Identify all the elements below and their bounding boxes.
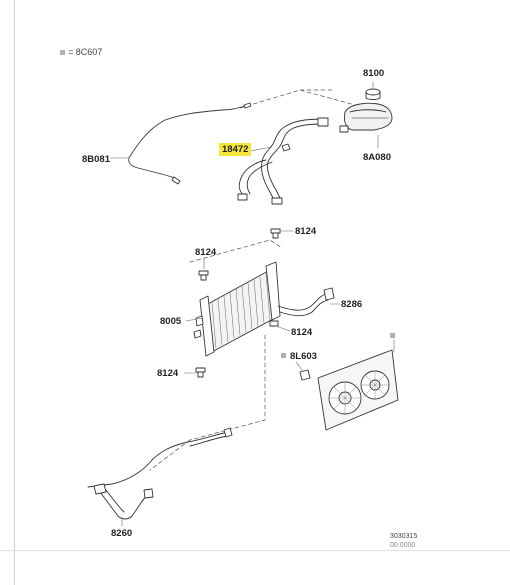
grey-square-icon [281,353,286,358]
callout-8260[interactable]: 8260 [111,528,133,539]
coolant-hose-8286 [277,287,335,317]
callout-8005[interactable]: 8005 [160,316,182,327]
callout-8100[interactable]: 8100 [363,68,385,79]
coolant-expansion-tank [339,102,393,133]
callout-8a080[interactable]: 8A080 [363,152,391,163]
callout-8286[interactable]: 8286 [341,299,363,310]
callout-8b081[interactable]: 8B081 [82,154,110,165]
isolator-bottom-right [269,320,279,327]
legend-text: = 8C607 [68,47,103,57]
callout-8124-top-left[interactable]: 8124 [195,247,217,258]
callout-8l603[interactable]: 8L603 [290,351,317,362]
cooling-fan-shroud [299,349,399,431]
illustration-reference-number: 3030315 [390,533,418,540]
radiator-8005 [193,261,281,357]
leader-8124-c [275,325,291,332]
assembly-dashed-lines [149,89,361,471]
callout-8124-bottom-right[interactable]: 8124 [291,327,313,338]
isolator-top-left [198,270,209,281]
page-bottom-border [0,550,510,551]
isolator-top-right [270,228,281,239]
reservoir-cap-8100 [365,88,381,100]
leader-8l603 [295,361,304,372]
illustration-reference-sub: 00 0000 [390,542,416,549]
coolant-hose-8260 [87,427,233,520]
legend: = 8C607 [60,47,102,58]
isolator-bottom-left [195,367,206,378]
leader-8005 [185,317,203,322]
grey-square-icon [60,50,65,56]
coolant-hose-18472 [237,117,329,205]
callout-8124-top-right[interactable]: 8124 [295,226,317,237]
callout-18472-highlighted[interactable]: 18472 [219,143,252,156]
grey-square-icon [390,333,395,338]
callout-8124-bottom-left[interactable]: 8124 [157,368,179,379]
overflow-hose-8b081 [128,102,252,185]
page-left-border [14,0,15,585]
leader-18472 [249,146,273,152]
